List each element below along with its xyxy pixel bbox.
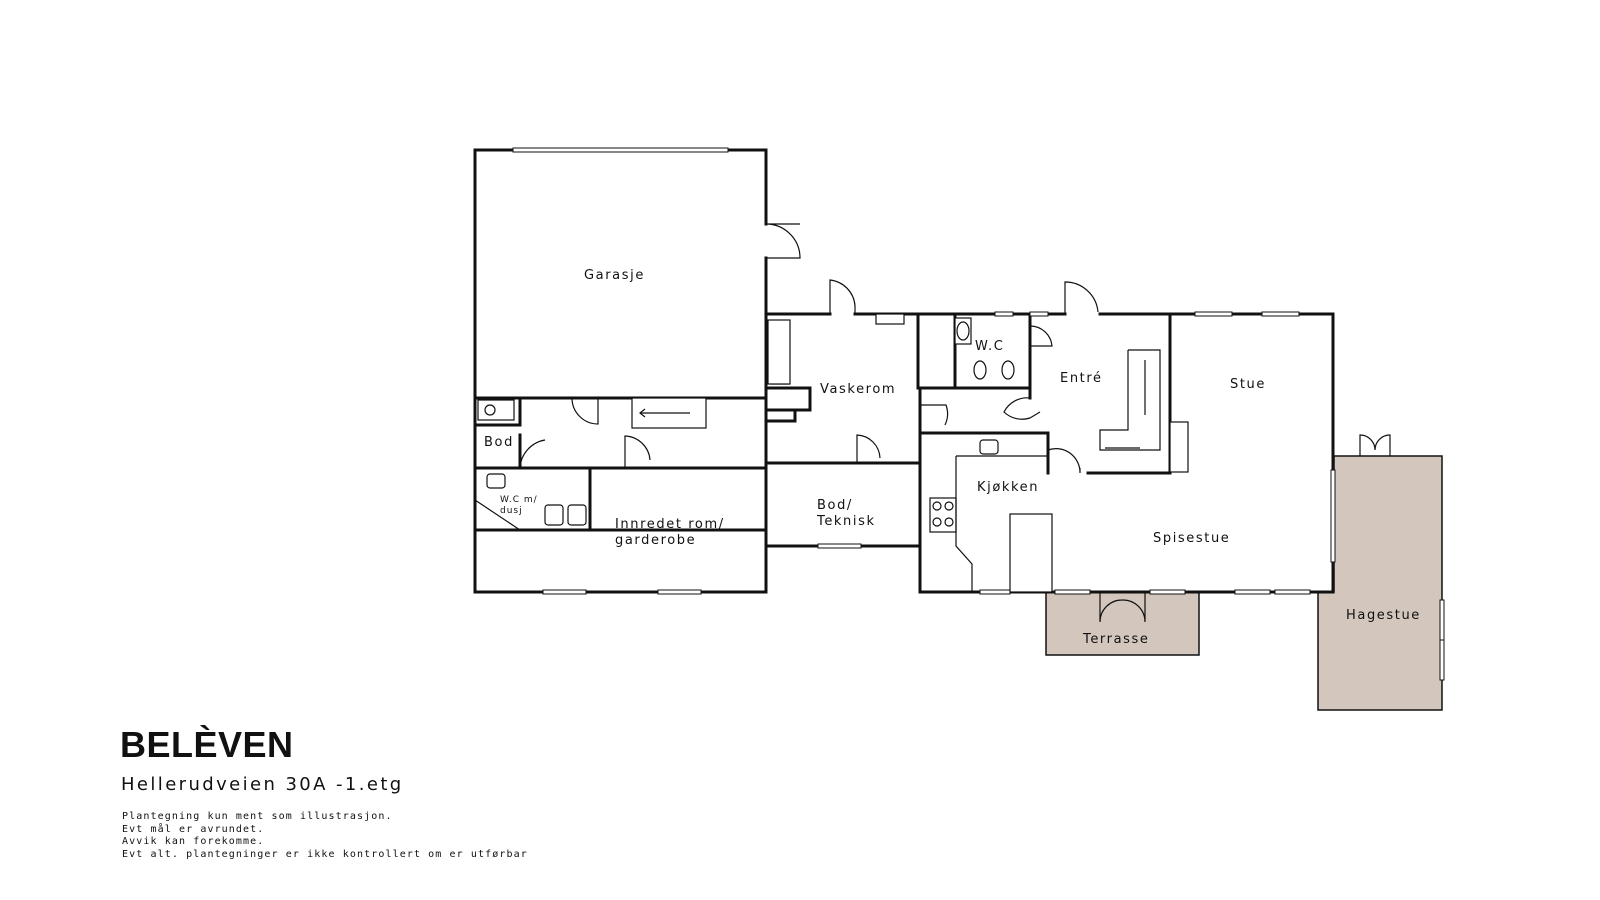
walls bbox=[473, 148, 1335, 594]
room-label-kjokken: Kjøkken bbox=[977, 480, 1039, 495]
room-label-innredet-1: Innredet rom/ bbox=[615, 517, 725, 532]
disclaimer-line: Plantegning kun ment som illustrasjon. bbox=[122, 811, 393, 822]
room-label-vaskerom: Vaskerom bbox=[820, 382, 896, 397]
disclaimer-line: Evt mål er avrundet. bbox=[122, 823, 265, 835]
room-label-garasje: Garasje bbox=[584, 268, 645, 283]
room-label-wc-dusj-1: W.C m/ bbox=[500, 495, 538, 505]
terrasse-area bbox=[1045, 591, 1200, 656]
room-label-hagestue: Hagestue bbox=[1346, 608, 1421, 623]
disclaimer: Plantegning kun ment som illustrasjon. E… bbox=[122, 811, 528, 861]
brand-logo: BELÈVEN bbox=[120, 724, 294, 765]
windows bbox=[512, 147, 1445, 681]
address-title: Hellerudveien 30A -1.etg bbox=[121, 774, 404, 795]
room-label-bod: Bod bbox=[484, 435, 514, 450]
disclaimer-line: Avvik kan forekomme. bbox=[122, 836, 265, 847]
room-label-bod-teknisk-1: Bod/ bbox=[817, 498, 853, 513]
room-label-bod-teknisk-2: Teknisk bbox=[816, 514, 876, 529]
room-label-stue: Stue bbox=[1230, 377, 1266, 392]
room-label-entre: Entré bbox=[1060, 371, 1103, 386]
room-label-innredet-2: garderobe bbox=[615, 533, 696, 548]
fixtures bbox=[474, 313, 1189, 593]
doors bbox=[519, 223, 1391, 623]
disclaimer-line: Evt alt. plantegninger er ikke kontrolle… bbox=[122, 848, 528, 860]
room-label-terrasse: Terrasse bbox=[1082, 632, 1150, 647]
room-label-wc-dusj-2: dusj bbox=[500, 506, 523, 516]
room-label-spisestue: Spisestue bbox=[1153, 531, 1230, 546]
hagestue-area bbox=[1317, 455, 1443, 711]
room-label-wc: W.C bbox=[975, 339, 1004, 354]
